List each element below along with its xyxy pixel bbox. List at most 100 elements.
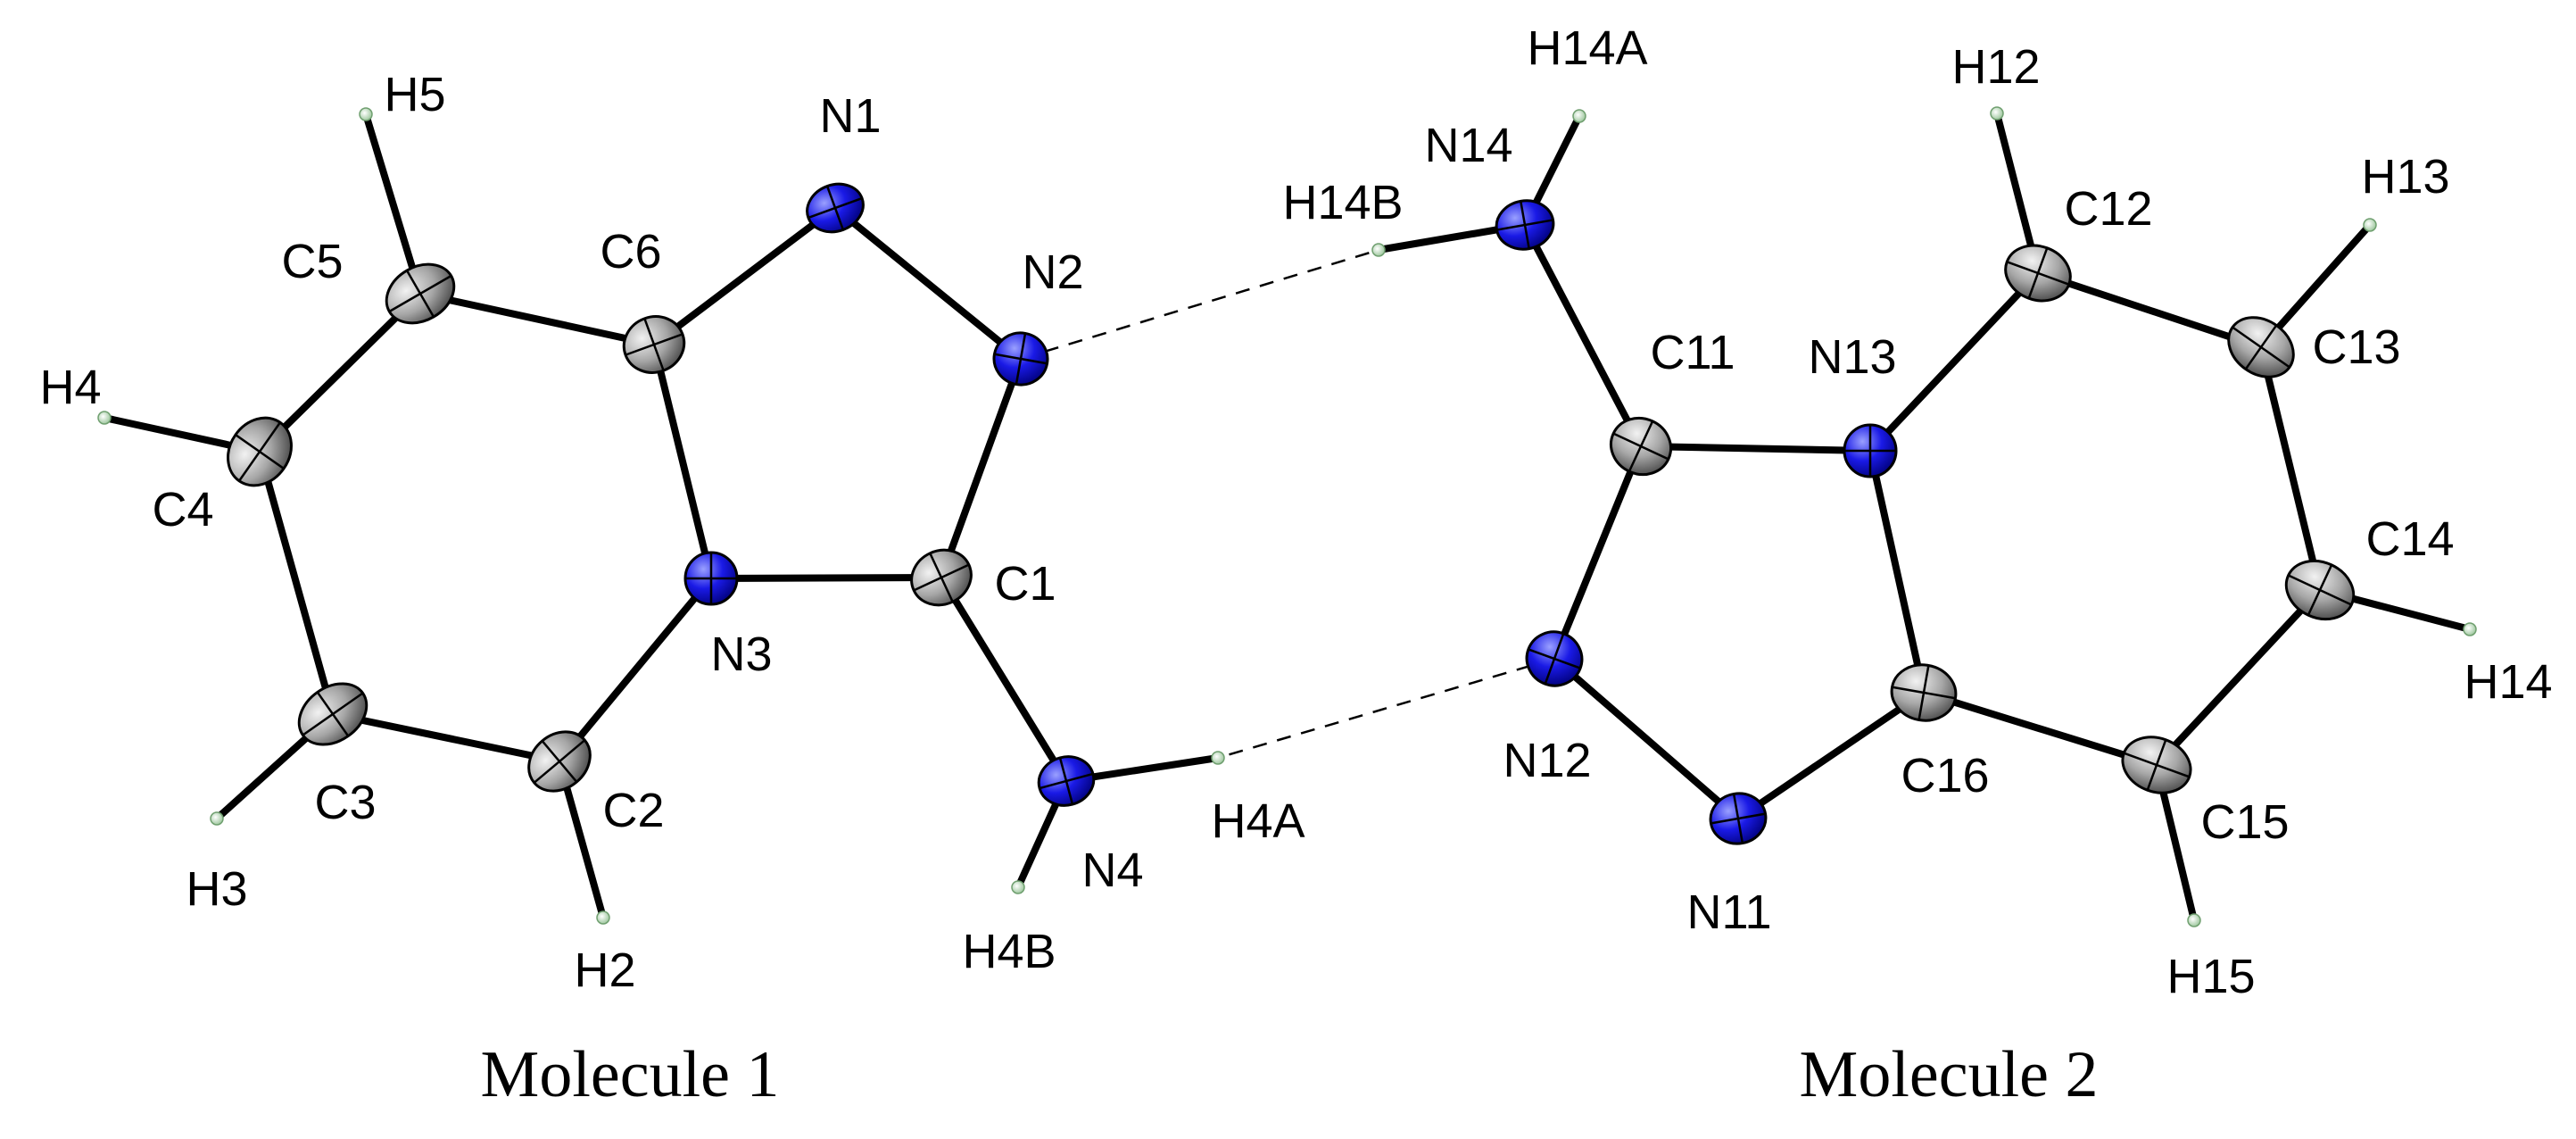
atom-c3 [297, 682, 369, 746]
hydrogen-sphere [2463, 622, 2477, 636]
bond-n12-c11 [1551, 443, 1644, 662]
atom-h5 [359, 107, 373, 121]
bond-c4-c3 [256, 448, 336, 718]
atom-label-n2: N2 [1022, 245, 1083, 299]
atom-h13 [2363, 218, 2377, 232]
atom-label-h14: H14 [2464, 655, 2552, 709]
bond-c13-c14 [2257, 344, 2323, 594]
atom-h14a [1572, 109, 1586, 123]
hydrogen-sphere [210, 811, 224, 826]
atom-label-h14b: H14B [1282, 176, 1403, 229]
bond-c6-c5 [417, 290, 658, 348]
ellipsoid-axis [643, 318, 665, 371]
ellipsoid-axis [1918, 665, 1930, 720]
atom-label-n11: N11 [1686, 885, 1771, 939]
hydrogen-sphere [1211, 751, 1225, 765]
hydrogen-sphere [596, 910, 610, 925]
atom-label-h4: H4 [39, 361, 101, 414]
atom-label-h3: H3 [186, 862, 247, 916]
ellipsoid-axis [405, 270, 435, 318]
atom-c4 [227, 416, 293, 487]
bond-n1-n2 [832, 204, 1024, 362]
atom-n11 [1709, 792, 1768, 845]
atom-label-c4: C4 [152, 483, 213, 536]
atom-label-n13: N13 [1808, 330, 1896, 384]
atom-label-c2: C2 [602, 784, 664, 837]
hydrogen-sphere [359, 107, 373, 121]
ellipsoid-axis [2146, 739, 2167, 791]
bond-n13-c12 [1867, 270, 2042, 454]
hydrogen-sphere [2363, 218, 2377, 232]
ellipsoid-axis [1058, 757, 1074, 805]
atom-layer [97, 106, 2477, 927]
atom-label-n12: N12 [1503, 734, 1591, 787]
atom-label-c13: C13 [2312, 320, 2400, 374]
atom-n12 [1525, 630, 1584, 687]
bond-c5-h5 [362, 111, 424, 297]
hydrogen-sphere [1011, 880, 1025, 894]
atom-c5 [385, 262, 456, 325]
atom-label-n14: N14 [1424, 119, 1512, 172]
atom-label-c15: C15 [2200, 795, 2289, 849]
caption-molecule-2: Molecule 2 [1800, 1038, 2099, 1111]
bond-n11-c16 [1735, 689, 1927, 822]
ellipsoid-axis [1628, 420, 1654, 472]
bond-n13-c16 [1867, 447, 1927, 696]
atom-h14b [1371, 243, 1386, 257]
ellipsoid-axis [1520, 201, 1530, 249]
atom-label-c3: C3 [314, 776, 376, 829]
atom-label-c6: C6 [600, 225, 661, 279]
atom-c2 [527, 730, 592, 793]
atom-c6 [622, 315, 686, 374]
atom-n4 [1037, 755, 1096, 807]
atom-label-c16: C16 [1901, 749, 1989, 802]
hydrogen-sphere [1990, 106, 2004, 121]
atom-n3 [683, 551, 739, 606]
atom-h3 [210, 811, 224, 826]
atom-c13 [2227, 316, 2295, 378]
atom-label-n4: N4 [1081, 844, 1143, 897]
atom-c11 [1610, 416, 1672, 477]
atom-label-h13: H13 [2361, 150, 2449, 204]
atom-label-c14: C14 [2365, 512, 2454, 566]
hydrogen-bond-n12-h4a [1217, 657, 1555, 760]
atom-h14 [2463, 622, 2477, 636]
ellipsoid-axis [541, 740, 578, 783]
hydrogen-sphere [1371, 243, 1386, 257]
atom-label-c5: C5 [281, 235, 343, 288]
caption-molecule-1: Molecule 1 [481, 1038, 780, 1111]
atom-label-c12: C12 [2064, 182, 2152, 236]
atom-h12 [1990, 106, 2004, 121]
bond-n2-c1 [938, 355, 1024, 581]
atom-c16 [1890, 663, 1958, 722]
ellipsoid-axis [825, 186, 845, 230]
bond-c2-n3 [556, 575, 715, 765]
bond-c15-c16 [1920, 689, 2160, 769]
atom-n13 [1843, 423, 1898, 478]
bond-n1-c6 [650, 204, 839, 348]
bond-n11-n12 [1551, 655, 1742, 822]
atom-c12 [2004, 244, 2072, 303]
ellipsoid-axis [235, 434, 285, 470]
atom-h4a [1211, 751, 1225, 765]
atom-h2 [596, 910, 610, 925]
atom-label-n3: N3 [710, 628, 772, 681]
atom-label-h15: H15 [2166, 950, 2255, 1003]
hydrogen-sphere [97, 411, 112, 425]
atom-c1 [910, 548, 973, 607]
ellipsoid-axis [2244, 324, 2278, 370]
bond-c12-c13 [2034, 270, 2265, 351]
bond-n3-c6 [650, 341, 715, 582]
ellipsoid-axis [1544, 633, 1565, 685]
atom-label-c1: C1 [994, 557, 1056, 611]
atom-n2 [992, 331, 1049, 387]
atom-c14 [2284, 559, 2356, 621]
hydrogen-bond-layer [1020, 248, 1555, 760]
atom-label-h12: H12 [1951, 40, 2040, 94]
atom-label-c11: C11 [1650, 326, 1735, 379]
ellipsoid-axis [2307, 564, 2333, 616]
atom-n1 [806, 182, 865, 234]
bond-c14-c15 [2153, 586, 2323, 769]
bond-c11-n14 [1521, 221, 1644, 450]
